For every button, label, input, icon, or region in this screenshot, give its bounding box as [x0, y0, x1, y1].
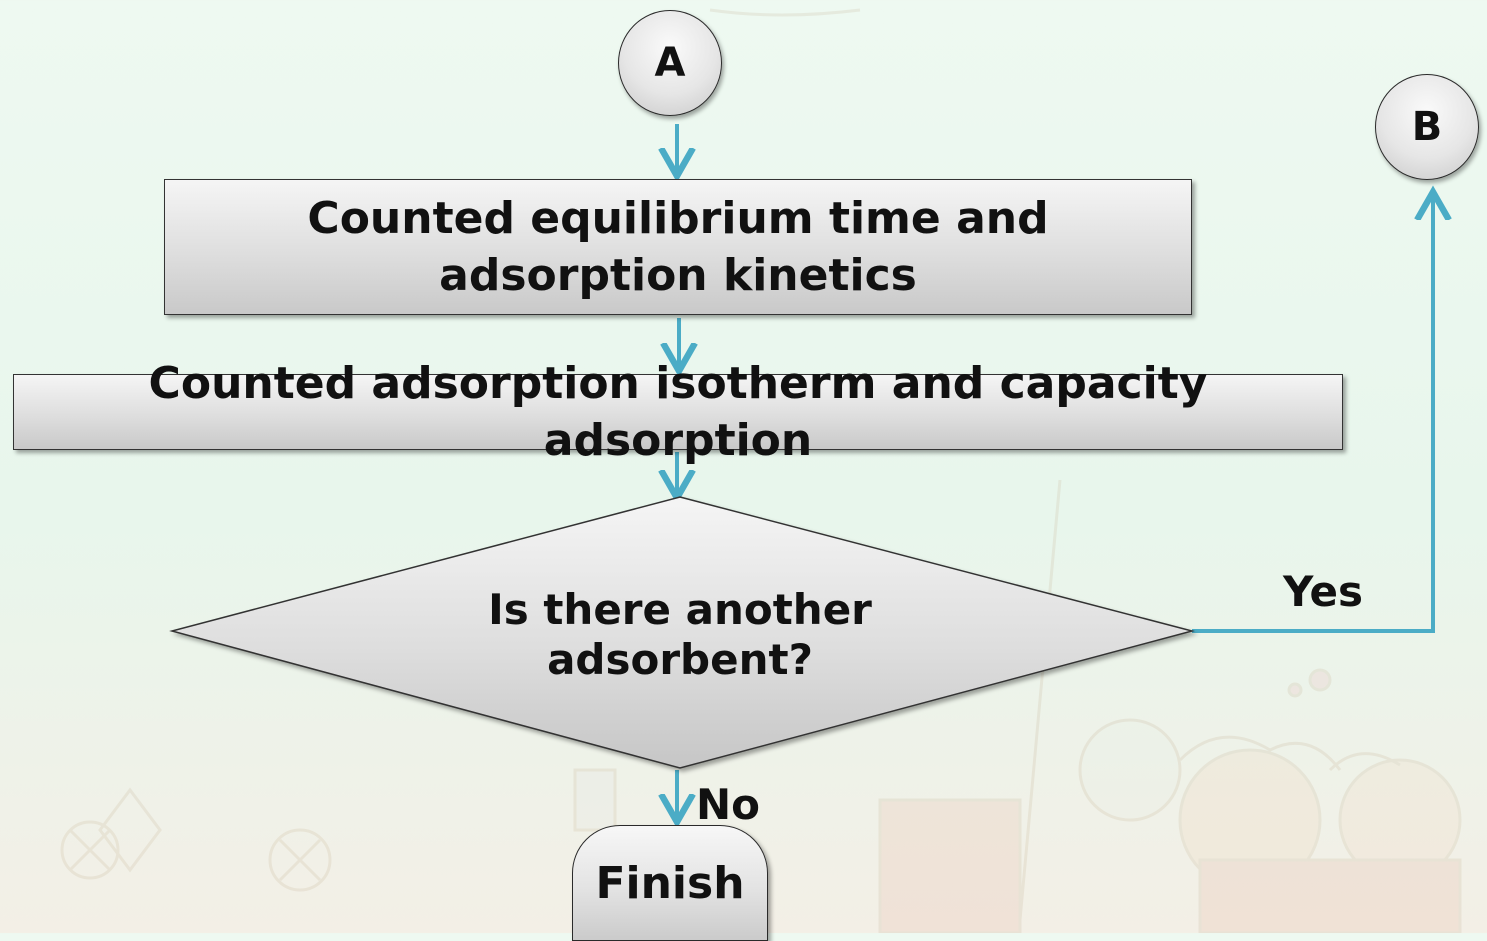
- connector-a-node: A: [618, 10, 722, 116]
- no-edge-label: No: [696, 780, 761, 829]
- connector-b-node: B: [1375, 74, 1479, 180]
- yes-edge-label: Yes: [1283, 567, 1364, 616]
- process-equilibrium-label: Counted equilibrium time and adsorption …: [307, 192, 1049, 301]
- process-isotherm-box: Counted adsorption isotherm and capacity…: [13, 358, 1343, 466]
- terminal-finish-label: Finish: [595, 857, 745, 909]
- arrow-decision-yes-to-b: [1192, 196, 1433, 633]
- decision-label-box: Is there another adsorbent?: [470, 570, 890, 700]
- connector-a-label: A: [654, 40, 686, 86]
- connector-b-label: B: [1411, 104, 1443, 150]
- process-isotherm-label: Counted adsorption isotherm and capacity…: [148, 357, 1208, 466]
- process-equilibrium-box: Counted equilibrium time and adsorption …: [164, 179, 1192, 315]
- decision-label: Is there another adsorbent?: [488, 585, 872, 684]
- terminal-finish-node: Finish: [572, 825, 768, 941]
